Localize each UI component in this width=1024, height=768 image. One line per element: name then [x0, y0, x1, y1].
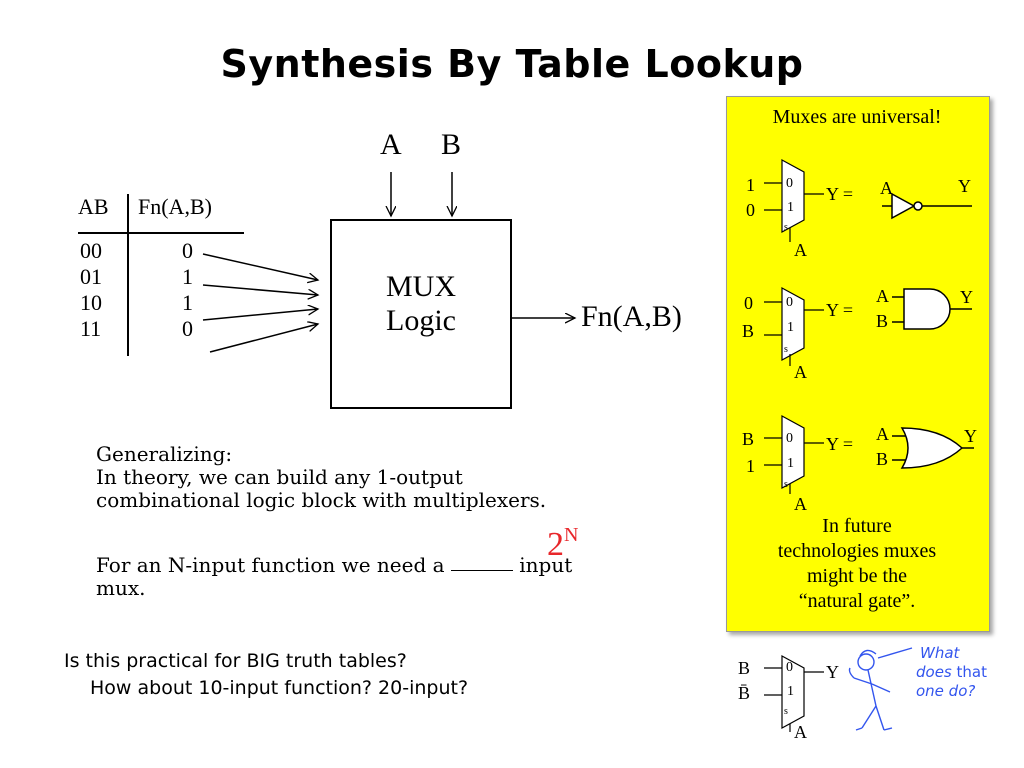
mux-input-b-label: B — [441, 128, 462, 161]
question-line: How about 10-input function? 20-input? — [90, 677, 469, 699]
universal-mux-panel — [726, 96, 990, 632]
mux3-in0: B — [742, 429, 755, 449]
generalizing-line: In theory, we can build any 1-output — [96, 465, 463, 489]
bottom-mux-sel: A — [794, 722, 807, 742]
panel-footer: In future technologies muxes might be th… — [726, 514, 988, 614]
table-cell-fn: 1 — [182, 264, 193, 289]
answer-blank — [450, 552, 513, 571]
panel-labels: 1 0 0 1 s A Y = A Y 0 B 0 1 s A Y = A B … — [726, 96, 988, 630]
mux3-sel: A — [794, 494, 807, 514]
n-input-line-end: mux. — [96, 576, 146, 600]
bottom-mux-one: 1 — [787, 684, 794, 699]
and-in-b: B — [876, 311, 889, 331]
table-cell-ab: 00 — [80, 238, 102, 263]
n-input-sentence: For an N-input function we need a input … — [96, 553, 716, 600]
table-cell-ab: 01 — [80, 264, 102, 289]
mux-label-line1: MUX — [385, 270, 456, 303]
mux3-in1: 1 — [746, 456, 755, 476]
mux-output-label: Fn(A,B) — [581, 300, 682, 333]
mux1-out: Y = — [826, 184, 853, 204]
row-arrow — [202, 284, 318, 295]
table-cell-ab: 11 — [80, 316, 102, 341]
panel-footer-line: might be the — [807, 565, 907, 587]
mux-logic-label: MUX Logic — [331, 270, 511, 338]
speech-word: that — [956, 663, 987, 681]
answer-two-to-n: 2N — [547, 524, 579, 564]
panel-footer-line: “natural gate”. — [798, 590, 916, 612]
row-arrow — [209, 324, 318, 353]
panel-heading: Muxes are universal! — [772, 106, 942, 128]
mux2-in0: 0 — [744, 293, 753, 313]
practicality-question: Is this practical for BIG truth tables? … — [64, 648, 468, 702]
mux2-sel: A — [794, 362, 807, 382]
mux-logic-diagram — [202, 172, 720, 409]
table-cell-fn: 0 — [182, 238, 193, 263]
truth-table: AB Fn(A,B) 00 0 01 1 10 1 11 0 — [78, 194, 248, 364]
mux-and-example — [764, 286, 972, 366]
bottom-mux-s: s — [784, 706, 788, 717]
mux1-in1: 0 — [746, 200, 755, 220]
mux2-one: 1 — [787, 320, 794, 335]
table-horizontal-rule — [78, 232, 244, 234]
panel-mux-diagrams — [764, 158, 974, 494]
speech-word: does — [916, 663, 952, 681]
mux2-in1: B — [742, 321, 755, 341]
speech-word: What — [920, 644, 960, 662]
and-out: Y — [960, 287, 973, 307]
mux-inverter-example — [764, 158, 972, 242]
n-input-pre: For an N-input function we need a — [96, 553, 445, 577]
mux1-sel: A — [794, 240, 807, 260]
or-in-b: B — [876, 449, 889, 469]
page-title: Synthesis By Table Lookup — [220, 42, 804, 86]
mux3-zero: 0 — [786, 431, 793, 446]
speech-bubble-text: What does that one do? — [916, 644, 1020, 701]
mux1-in0: 1 — [746, 175, 755, 195]
speech-word: one do? — [916, 682, 976, 700]
mux1-s: s — [784, 222, 788, 233]
answer-base: 2 — [547, 526, 564, 563]
n-input-post: input — [519, 553, 573, 577]
or-in-a: A — [876, 424, 889, 444]
table-vertical-rule — [127, 194, 129, 356]
answer-exponent: N — [564, 524, 579, 546]
mux3-out: Y = — [826, 434, 853, 454]
mux-or-example — [764, 414, 974, 494]
row-arrow — [202, 253, 318, 280]
mux-logic-box — [330, 219, 512, 409]
table-cell-fn: 0 — [182, 316, 193, 341]
mux-input-a-label: A — [380, 128, 402, 161]
inverter-out: Y — [958, 176, 971, 196]
panel-footer-line: In future — [822, 515, 892, 537]
bottom-mux-in1: B̄ — [738, 683, 751, 703]
mux2-s: s — [784, 344, 788, 355]
thinking-figure-icon — [848, 647, 913, 731]
row-arrow — [202, 309, 318, 321]
generalizing-line: combinational logic block with multiplex… — [96, 488, 547, 512]
mux1-zero: 0 — [786, 176, 793, 191]
mux2-zero: 0 — [786, 295, 793, 310]
bottom-mux-diagram — [764, 647, 913, 732]
bottom-mux-zero: 0 — [786, 660, 793, 675]
mux3-s: s — [784, 479, 788, 490]
and-in-a: A — [876, 286, 889, 306]
mux1-one: 1 — [787, 200, 794, 215]
inverter-in: A — [880, 178, 893, 198]
question-line: Is this practical for BIG truth tables? — [64, 650, 407, 672]
mux2-out: Y = — [826, 300, 853, 320]
mux3-one: 1 — [787, 456, 794, 471]
mux-label-line2: Logic — [386, 304, 456, 337]
table-header-ab: AB — [78, 194, 109, 219]
or-out: Y — [964, 426, 977, 446]
generalizing-text: Generalizing: In theory, we can build an… — [96, 443, 716, 512]
bottom-mux-labels: B B̄ 0 1 s A Y — [726, 640, 1024, 760]
panel-footer-line: technologies muxes — [777, 540, 937, 562]
bottom-mux-in0: B — [738, 658, 751, 678]
generalizing-heading: Generalizing: — [96, 442, 233, 466]
bottom-mux-out: Y — [826, 662, 839, 682]
table-cell-fn: 1 — [182, 290, 193, 315]
table-cell-ab: 10 — [80, 290, 102, 315]
table-header-fn: Fn(A,B) — [138, 194, 212, 219]
